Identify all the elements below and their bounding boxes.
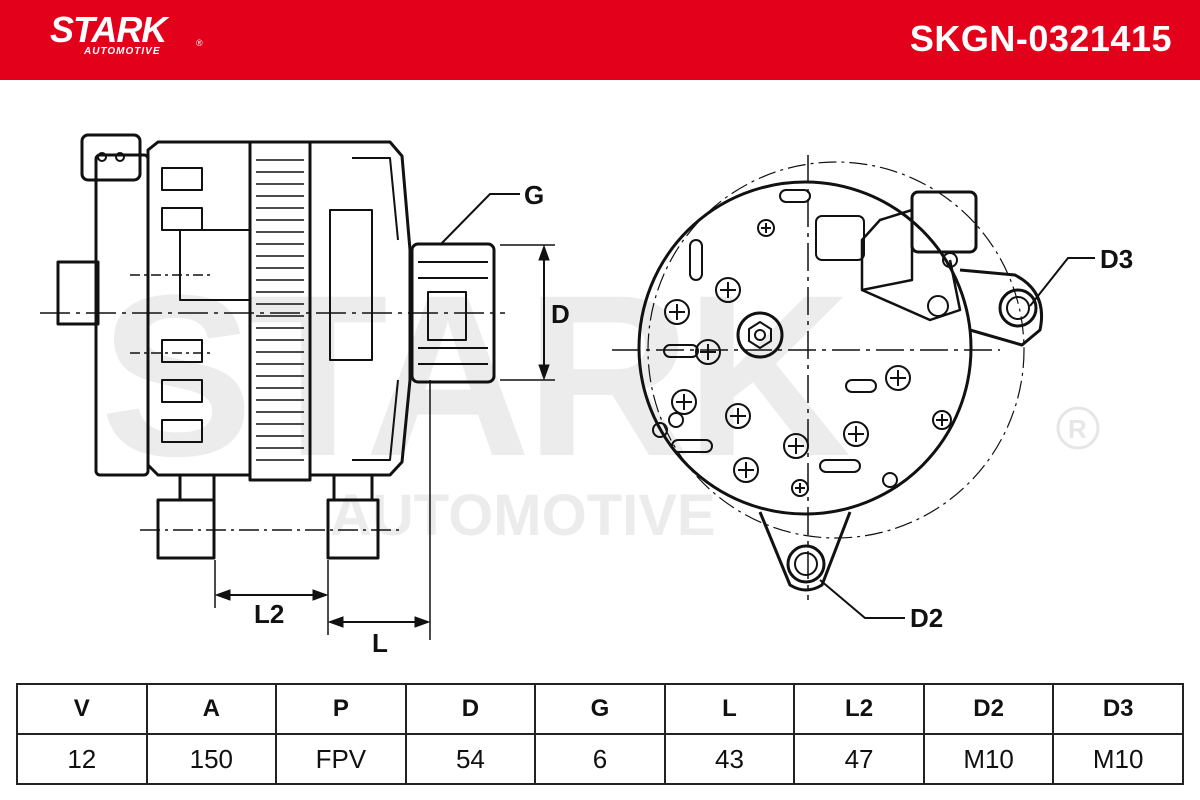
stator-fins	[256, 159, 304, 461]
logo-subtitle: AUTOMOTIVE	[84, 46, 161, 57]
regulator-connector	[910, 190, 978, 254]
spec-value-row: 12 150 FPV 54 6 43 47 M10 M10	[16, 733, 1184, 785]
g-leader	[439, 193, 520, 246]
upper-mount-lug	[959, 268, 1044, 347]
lower-mount-lug	[758, 511, 852, 592]
alternator-front-view	[637, 180, 1044, 592]
spec-header-d2: D2	[922, 683, 1055, 735]
spec-value-v: 12	[16, 733, 148, 785]
connector-plug	[80, 133, 142, 182]
spec-value-l2: 47	[793, 733, 925, 785]
logo-wordmark: STARK	[50, 9, 167, 50]
b-plus-nut	[748, 321, 772, 349]
cover-screws	[664, 219, 952, 497]
registered-mark: ®	[196, 38, 203, 48]
label-d: D	[551, 299, 570, 329]
watermark-text: STARK	[100, 247, 849, 504]
spec-header-d: D	[404, 683, 537, 735]
front-view-dimensions	[612, 155, 1095, 619]
d3-leader	[1029, 257, 1095, 307]
shaft-end	[736, 311, 784, 359]
front-housing-outline	[637, 180, 973, 516]
header-bar: STARK AUTOMOTIVE ® SKGN-0321415	[0, 0, 1200, 80]
spec-header-p: P	[275, 683, 407, 735]
side-view-dimensions	[40, 193, 555, 640]
spec-table: V A P D G L L2 D2 D3 12 150 FPV 54 6 43 …	[16, 683, 1184, 785]
label-l2: L2	[254, 599, 284, 629]
spec-header-l2: L2	[793, 683, 925, 735]
spec-header-row: V A P D G L L2 D2 D3	[16, 683, 1184, 735]
spec-header-g: G	[534, 683, 666, 735]
spec-header-a: A	[145, 683, 278, 735]
spec-value-l: 43	[663, 733, 796, 785]
bolt-circle	[647, 161, 1025, 539]
d2-mount-hole	[786, 544, 826, 584]
label-d2: D2	[910, 603, 943, 633]
label-g: G	[524, 180, 544, 210]
spec-header-v: V	[16, 683, 148, 735]
watermark-reg-letter: R	[1068, 414, 1087, 444]
watermark-reg-circle	[1056, 406, 1100, 450]
stark-logo: STARK AUTOMOTIVE	[50, 9, 167, 58]
part-number: SKGN-0321415	[909, 18, 1172, 59]
front-mount-ear	[326, 498, 380, 560]
spec-header-l: L	[663, 683, 796, 735]
rear-mount-ear	[156, 498, 216, 560]
vent-slots	[663, 189, 877, 473]
spec-value-g: 6	[534, 733, 666, 785]
spec-value-d3: M10	[1052, 733, 1184, 785]
watermark-subtext: AUTOMOTIVE	[330, 483, 716, 548]
pulley-grooves	[418, 261, 488, 365]
spec-value-p: FPV	[275, 733, 407, 785]
label-l: L	[372, 628, 388, 658]
spec-value-d2: M10	[922, 733, 1055, 785]
label-d3: D3	[1100, 244, 1133, 274]
spec-value-a: 150	[145, 733, 278, 785]
alternator-side-view	[56, 133, 496, 560]
terminal-block	[815, 215, 865, 261]
d2-leader	[819, 579, 905, 619]
spec-value-d: 54	[404, 733, 537, 785]
d3-mount-hole	[998, 288, 1038, 328]
technical-drawing: STARK AUTOMOTIVE R	[40, 133, 1133, 658]
rear-shaft-boss	[56, 260, 100, 326]
front-housing	[308, 140, 412, 477]
spec-header-d3: D3	[1052, 683, 1184, 735]
